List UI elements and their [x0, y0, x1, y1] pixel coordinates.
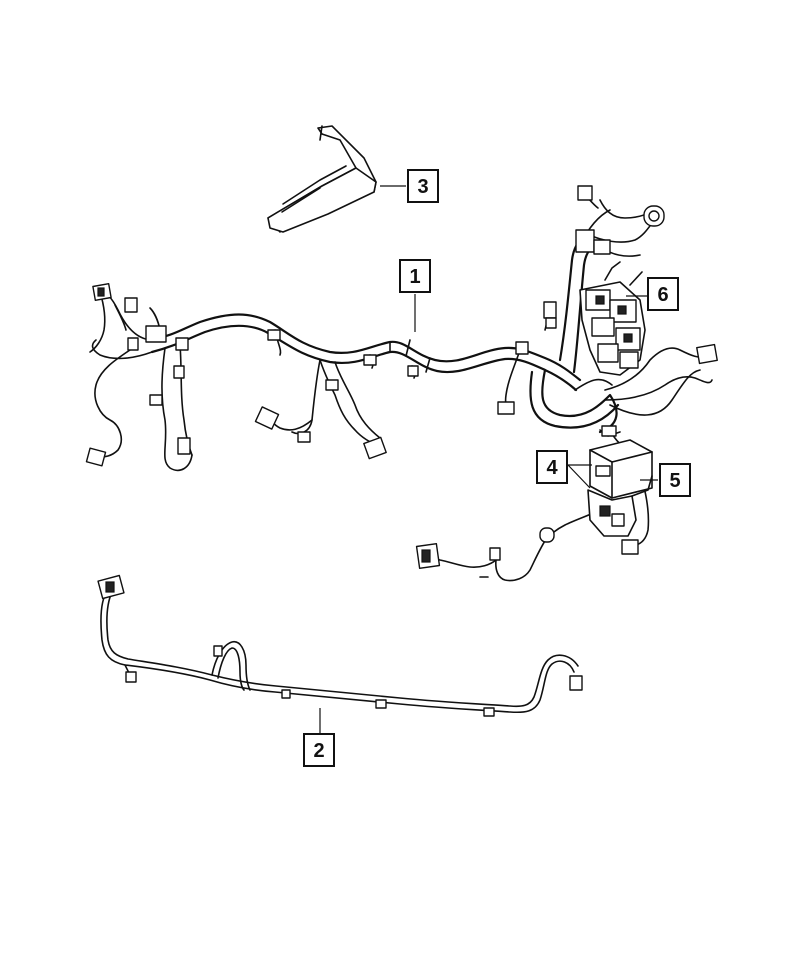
callout-2-label: 2 [313, 740, 324, 762]
callout-6: 6 [647, 277, 679, 311]
callout-6-label: 6 [657, 284, 668, 306]
callout-4: 4 [536, 450, 568, 484]
fuse-box-part [589, 425, 653, 499]
callout-3: 3 [407, 169, 439, 203]
callout-3-label: 3 [417, 176, 428, 198]
callout-2: 2 [303, 733, 335, 767]
callout-1-label: 1 [409, 266, 420, 288]
callout-5-label: 5 [669, 470, 680, 492]
leader-lines [319, 185, 658, 736]
relay-connector-block-part [579, 261, 646, 376]
callout-4-label: 4 [546, 457, 558, 479]
callout-1: 1 [399, 259, 431, 293]
callout-5: 5 [659, 463, 691, 497]
bumper-wiring-harness-part [97, 574, 583, 717]
fuse-box-bracket-part [587, 475, 653, 537]
harness-shield-part [267, 125, 377, 233]
main-wiring-harness-part [85, 185, 718, 582]
